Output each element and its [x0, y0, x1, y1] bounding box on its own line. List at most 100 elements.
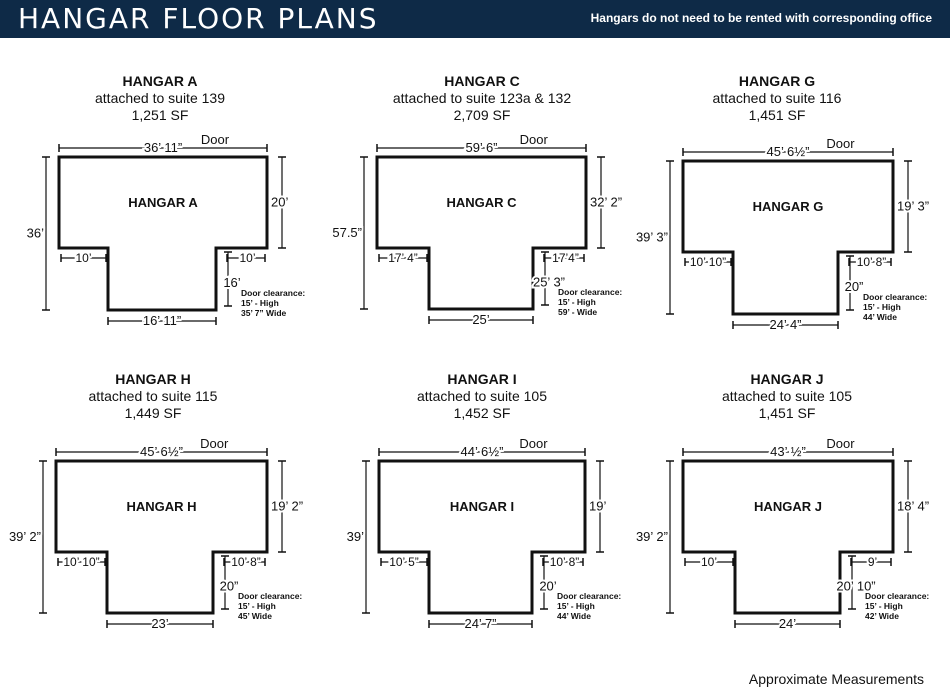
- bottom-dimension-label: 16’ 11”: [143, 313, 181, 328]
- left-dimension-label: 39’: [347, 529, 364, 544]
- hangar-area: 1,451 SF: [759, 405, 816, 421]
- left-step-label: 10’: [701, 555, 717, 569]
- door-label: Door: [201, 132, 230, 147]
- door-label: Door: [826, 436, 855, 451]
- hangar-outline: [681, 459, 895, 615]
- door-clearance-title: Door clearance:: [863, 292, 927, 302]
- neck-dimension-label: 16’: [223, 275, 240, 290]
- hangar-area: 1,451 SF: [749, 107, 806, 123]
- hangar-heading: HANGAR I: [447, 371, 516, 387]
- hangar-heading: HANGAR J: [750, 371, 823, 387]
- door-clearance-title: Door clearance:: [558, 287, 622, 297]
- door-clearance-height: 15’ - High: [557, 601, 595, 611]
- header-bar: HANGAR FLOOR PLANS Hangars do not need t…: [0, 0, 950, 38]
- door-clearance-width: 59’ - Wide: [558, 307, 597, 317]
- bottom-dimension-label: 24’ 7”: [464, 616, 496, 631]
- left-step-label: 10’: [75, 251, 91, 265]
- door-clearance-width: 42’ Wide: [865, 611, 899, 621]
- page-title: HANGAR FLOOR PLANS: [18, 2, 379, 35]
- hangar-interior-label: HANGAR I: [450, 499, 514, 514]
- top-dimension-label: 45’ 6½”: [767, 144, 810, 159]
- door-clearance-width: 44’ Wide: [557, 611, 591, 621]
- door-clearance-title: Door clearance:: [241, 288, 305, 298]
- left-dimension-label: 39’ 2”: [636, 529, 668, 544]
- hangar-interior-label: HANGAR H: [126, 499, 196, 514]
- door-clearance-height: 15’ - High: [238, 601, 276, 611]
- right-dimension-label: 19’ 2”: [271, 499, 303, 514]
- hangar-attached-suite: attached to suite 116: [713, 90, 842, 106]
- door-clearance-width: 35’ 7” Wide: [241, 308, 287, 318]
- neck-dimension-label: 25’ 3”: [533, 275, 565, 290]
- hangar-outline: [377, 459, 587, 615]
- hangar-attached-suite: attached to suite 105: [417, 388, 547, 404]
- door-clearance-height: 15’ - High: [558, 297, 596, 307]
- door-clearance-height: 15’ - High: [865, 601, 903, 611]
- hangar-heading: HANGAR G: [739, 73, 815, 89]
- right-step-label: 10’: [239, 251, 255, 265]
- hangar-area: 1,452 SF: [454, 405, 511, 421]
- door-label: Door: [826, 136, 855, 151]
- hangar-heading: HANGAR H: [115, 371, 190, 387]
- top-dimension-label: 45’ 6½”: [140, 444, 183, 459]
- right-dimension-label: 32’ 2”: [590, 195, 622, 210]
- door-clearance-title: Door clearance:: [865, 591, 929, 601]
- left-step-label: 17’ 4”: [388, 251, 418, 265]
- hangar-interior-label: HANGAR J: [754, 499, 822, 514]
- neck-dimension-label: 20’: [539, 579, 556, 594]
- hangar-outline: [375, 155, 588, 311]
- hangar-heading: HANGAR A: [123, 73, 198, 89]
- door-clearance-height: 15’ - High: [863, 302, 901, 312]
- header-note: Hangars do not need to be rented with co…: [590, 11, 932, 25]
- left-dimension-label: 39’ 2”: [9, 529, 41, 544]
- hangar-area: 2,709 SF: [454, 107, 511, 123]
- hangar-interior-label: HANGAR A: [128, 195, 198, 210]
- right-step-label: 10’ 8”: [550, 555, 580, 569]
- hangar-interior-label: HANGAR G: [753, 199, 824, 214]
- right-dimension-label: 19’ 3”: [897, 199, 929, 214]
- door-label: Door: [200, 436, 229, 451]
- hangar-outline: [681, 159, 895, 316]
- door-label: Door: [519, 436, 548, 451]
- door-clearance-width: 45’ Wide: [238, 611, 272, 621]
- top-dimension-label: 36’ 11”: [144, 140, 182, 155]
- neck-dimension-label: 20”: [220, 579, 239, 594]
- right-step-label: 9’: [868, 555, 877, 569]
- left-dimension-label: 39’ 3”: [636, 230, 668, 245]
- right-step-label: 17’4”: [552, 251, 579, 265]
- hangar-area: 1,449 SF: [125, 405, 182, 421]
- right-dimension-label: 18’ 4”: [897, 499, 929, 514]
- door-clearance-height: 15’ - High: [241, 298, 279, 308]
- hangar-attached-suite: attached to suite 115: [89, 388, 218, 404]
- hangar-heading: HANGAR C: [444, 73, 519, 89]
- approximate-measurements-note: Approximate Measurements: [748, 671, 924, 687]
- door-clearance-width: 44’ Wide: [863, 312, 897, 322]
- hangar-attached-suite: attached to suite 123a & 132: [393, 90, 571, 106]
- top-dimension-label: 44’ 6½”: [461, 444, 504, 459]
- top-dimension-label: 43’ ½”: [770, 444, 806, 459]
- left-step-label: 10’ 10”: [690, 255, 726, 269]
- left-step-label: 10’ 10”: [63, 555, 99, 569]
- top-dimension-label: 59’ 6”: [465, 140, 497, 155]
- hangar-attached-suite: attached to suite 139: [95, 90, 225, 106]
- right-step-label: 10’ 8”: [231, 555, 261, 569]
- door-clearance-title: Door clearance:: [238, 591, 302, 601]
- hangar-area: 1,251 SF: [132, 107, 189, 123]
- bottom-dimension-label: 25’: [472, 312, 489, 327]
- left-dimension-label: 36’: [27, 226, 44, 241]
- door-label: Door: [520, 132, 549, 147]
- door-clearance-title: Door clearance:: [557, 591, 621, 601]
- hangar-attached-suite: attached to suite 105: [722, 388, 852, 404]
- hangar-outline: [57, 155, 269, 312]
- neck-dimension-label: 20’ 10”: [836, 579, 875, 594]
- right-dimension-label: 19’: [589, 499, 606, 514]
- right-dimension-label: 20’: [271, 195, 288, 210]
- hangar-interior-label: HANGAR C: [446, 195, 517, 210]
- right-step-label: 10’ 8”: [857, 255, 887, 269]
- left-step-label: 10’ 5”: [389, 555, 419, 569]
